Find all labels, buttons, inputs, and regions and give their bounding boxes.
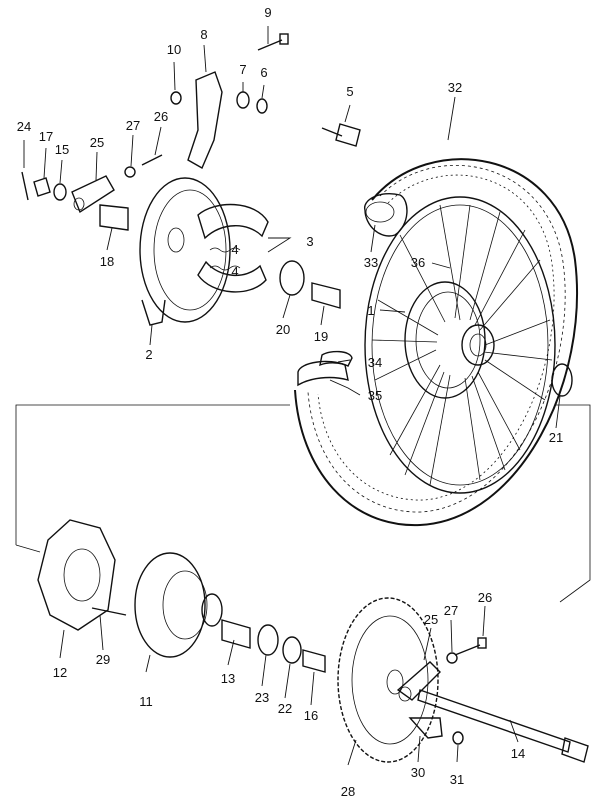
callout-6: 6	[260, 65, 267, 80]
brake-arm	[187, 71, 223, 169]
callout-29: 29	[96, 652, 110, 667]
callout-15: 15	[55, 142, 69, 157]
axle-spacers	[221, 619, 326, 673]
callout-18: 18	[100, 254, 114, 269]
callout-17: 17	[39, 129, 53, 144]
callout-14: 14	[511, 746, 525, 761]
callout-24: 24	[17, 119, 31, 134]
nut-10	[170, 91, 182, 105]
callout-12: 12	[53, 665, 67, 680]
callout-5: 5	[346, 84, 353, 99]
callout-19: 19	[314, 329, 328, 344]
chain-adjuster-25	[396, 661, 441, 702]
callout-22: 22	[278, 701, 292, 716]
bolt-29	[91, 607, 127, 616]
tube-pieces	[297, 193, 408, 387]
brake-shoes	[197, 203, 269, 293]
bearing-20	[279, 260, 305, 296]
brake-panel	[139, 177, 231, 326]
bolt-9	[257, 33, 289, 51]
ring-6	[256, 98, 268, 114]
assembly-frame-lines	[15, 404, 591, 603]
callout-36: 36	[411, 255, 425, 270]
callout-27b: 27	[444, 603, 458, 618]
callout-23: 23	[255, 690, 269, 705]
spacer-19	[311, 282, 341, 309]
callout-35: 35	[368, 388, 382, 403]
callout-33: 33	[364, 255, 378, 270]
callout-1: 1	[367, 303, 374, 318]
callout-26a: 26	[154, 109, 168, 124]
callout-32: 32	[448, 80, 462, 95]
callout-16: 16	[304, 708, 318, 723]
callout-4a: 4	[231, 242, 238, 257]
left-hardware	[21, 154, 163, 231]
callout-28: 28	[341, 784, 355, 799]
callout-13: 13	[221, 671, 235, 686]
callout-21: 21	[549, 430, 563, 445]
hub-drum	[404, 281, 486, 399]
damper-12	[37, 519, 116, 631]
nut-31	[452, 731, 464, 745]
valve-5	[321, 123, 361, 147]
callout-26b: 26	[478, 590, 492, 605]
nut-27	[446, 652, 458, 664]
callout-4b: 4	[231, 264, 238, 279]
adjuster-plate-30	[408, 717, 443, 739]
callout-20: 20	[276, 322, 290, 337]
bolt-26	[454, 637, 487, 656]
sprocket-hub-11	[134, 552, 223, 658]
callout-2: 2	[145, 347, 152, 362]
callout-10: 10	[167, 42, 181, 57]
rim	[364, 196, 556, 494]
tire	[294, 158, 579, 527]
washer-7	[236, 91, 250, 109]
callout-34: 34	[368, 355, 382, 370]
rear-wheel-assembly	[294, 158, 579, 527]
callout-25b: 25	[424, 612, 438, 627]
callout-8: 8	[200, 27, 207, 42]
callout-labels: 1 2 3 4 4 5 6 7 8 9 10 11 12 13 14 15 16…	[17, 5, 563, 799]
bearing-21	[551, 363, 573, 397]
callout-25a: 25	[90, 135, 104, 150]
callout-27a: 27	[126, 118, 140, 133]
leader-lines	[23, 26, 561, 766]
callout-3: 3	[306, 234, 313, 249]
callout-31: 31	[450, 772, 464, 787]
callout-9: 9	[264, 5, 271, 20]
callout-30: 30	[411, 765, 425, 780]
sprocket-28	[337, 597, 439, 763]
callout-7: 7	[239, 62, 246, 77]
callout-11: 11	[139, 694, 153, 709]
axle-14	[417, 689, 571, 753]
